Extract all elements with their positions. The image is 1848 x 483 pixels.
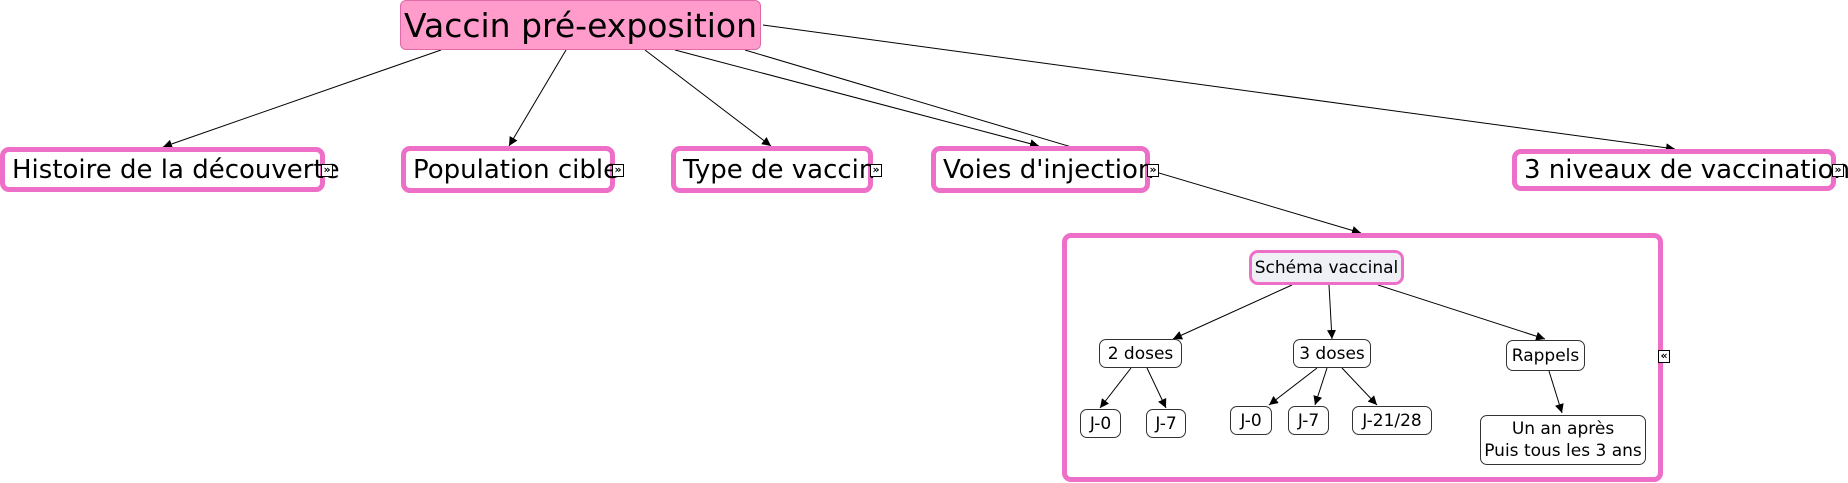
rappels-detail-line1: Un an après <box>1511 419 1615 439</box>
link-rappels-detail <box>1548 370 1564 414</box>
node-2doses-j7[interactable]: J-7 <box>1146 409 1186 438</box>
node-2-doses[interactable]: 2 doses <box>1099 339 1182 368</box>
link-root-niveaux <box>762 24 1676 153</box>
expand-population-icon[interactable]: » <box>612 164 624 177</box>
node-schema-vaccinal-label: Schéma vaccinal <box>1254 257 1399 278</box>
node-2doses-j0-label: J-0 <box>1089 413 1112 434</box>
node-3-doses-label: 3 doses <box>1299 343 1365 364</box>
link-root-histoire <box>162 49 442 149</box>
link-root-population <box>508 49 567 147</box>
link-3doses-j2128 <box>1341 367 1378 406</box>
node-population-label: Population cible <box>413 154 620 185</box>
node-3doses-j2128-label: J-21/28 <box>1362 410 1422 431</box>
link-2doses-j7 <box>1146 367 1167 409</box>
node-voies[interactable]: Voies d'injection <box>931 146 1154 193</box>
link-root-voies <box>674 49 1040 149</box>
link-3doses-j0 <box>1268 367 1318 406</box>
node-rappels[interactable]: Rappels <box>1506 340 1585 371</box>
expand-voies-icon[interactable]: » <box>1147 164 1159 177</box>
node-rappels-label: Rappels <box>1511 345 1580 366</box>
node-3doses-j2128[interactable]: J-21/28 <box>1352 406 1432 435</box>
node-3doses-j0-label: J-0 <box>1240 410 1262 431</box>
link-2doses-j0 <box>1099 367 1132 409</box>
rappels-detail-line2: Puis tous les 3 ans <box>1484 441 1642 461</box>
root-concept-node[interactable]: Vaccin pré-exposition <box>400 0 761 50</box>
node-population[interactable]: Population cible <box>401 146 619 193</box>
node-2doses-j0[interactable]: J-0 <box>1080 409 1121 438</box>
link-3doses-j7 <box>1313 367 1328 406</box>
node-3doses-j7-label: J-7 <box>1297 410 1320 431</box>
link-schema-2doses <box>1172 284 1293 340</box>
node-histoire[interactable]: Histoire de la découverte <box>0 147 340 192</box>
collapse-schema-icon[interactable]: « <box>1658 350 1670 363</box>
node-2-doses-label: 2 doses <box>1107 343 1174 364</box>
node-niveaux[interactable]: 3 niveaux de vaccination <box>1512 149 1848 191</box>
node-histoire-label: Histoire de la découverte <box>12 154 340 185</box>
node-3-doses[interactable]: 3 doses <box>1293 339 1371 368</box>
expand-niveaux-icon[interactable]: » <box>1832 164 1844 177</box>
node-type[interactable]: Type de vaccin <box>671 146 876 193</box>
expand-type-icon[interactable]: » <box>870 164 882 177</box>
node-2doses-j7-label: J-7 <box>1155 413 1177 434</box>
link-root-schema <box>744 49 1362 235</box>
link-schema-rappels <box>1377 284 1546 341</box>
node-rappels-detail[interactable]: Un an après Puis tous les 3 ans <box>1480 415 1646 465</box>
expand-histoire-icon[interactable]: » <box>321 164 333 177</box>
node-type-label: Type de vaccin <box>683 154 876 185</box>
node-voies-label: Voies d'injection <box>943 154 1155 185</box>
link-schema-3doses <box>1327 284 1336 340</box>
node-schema-vaccinal[interactable]: Schéma vaccinal <box>1249 250 1404 285</box>
node-niveaux-label: 3 niveaux de vaccination <box>1524 155 1848 185</box>
root-concept-label: Vaccin pré-exposition <box>403 5 758 45</box>
node-3doses-j0[interactable]: J-0 <box>1230 406 1272 435</box>
node-3doses-j7[interactable]: J-7 <box>1288 406 1329 435</box>
link-root-type <box>644 49 772 147</box>
